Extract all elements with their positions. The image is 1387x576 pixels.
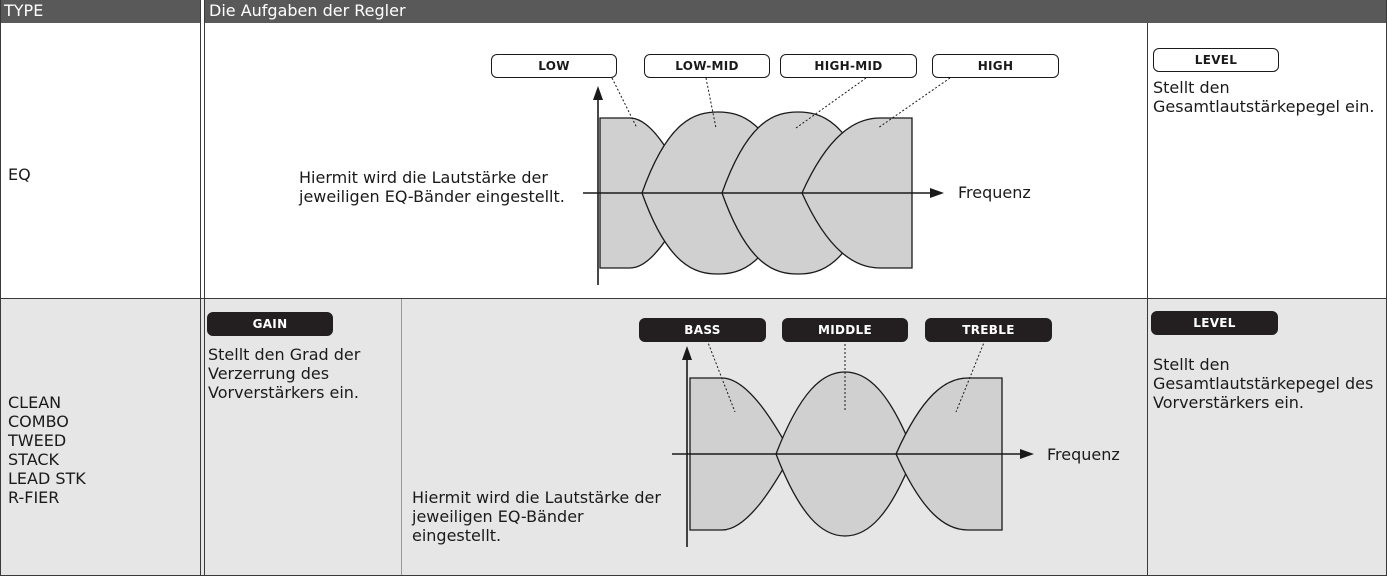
border-left [0,0,1,576]
amp-type-combo: COMBO [8,412,69,431]
amp-x-axis-arrow-icon [1020,449,1034,459]
eq-description: Hiermit wird die Lautstärke der jeweilig… [299,168,565,206]
divider-level-column [1147,23,1148,576]
eq-axis-label: Frequenz [958,183,1031,202]
amp-band-label-treble: TREBLE [925,318,1052,342]
eq-leader-high [877,77,951,129]
eq-y-axis-arrow-icon [593,86,603,100]
row-divider [0,298,1387,299]
gain-label: GAIN [207,312,333,336]
amp-leader-treble [955,339,986,413]
amp-type-list: CLEAN COMBO TWEED STACK LEAD STK R-FIER [8,393,158,507]
amp-type-lead-stk: LEAD STK [8,469,86,488]
eq-band-label-high: HIGH [932,54,1059,78]
divider-double-right [204,0,205,576]
amp-leader-bass [706,339,736,413]
amp-type-tweed: TWEED [8,431,67,450]
header-type: TYPE [0,0,200,23]
eq-x-axis-arrow-icon [930,188,944,198]
amp-level-label: LEVEL [1151,311,1278,335]
header-functions: Die Aufgaben der Regler [205,0,1387,23]
eq-band-label-highmid: HIGH-MID [780,54,917,78]
eq-band-label-lowmid: LOW-MID [644,54,770,78]
eq-level-label: LEVEL [1153,48,1279,72]
amp-level-text: Stellt den Gesamtlautstärkepegel des Vor… [1153,355,1374,412]
amp-y-axis-arrow-icon [682,346,692,360]
header-type-label: TYPE [4,1,44,20]
amp-description: Hiermit wird die Lautstärke der jeweilig… [412,488,661,545]
amp-axis-label: Frequenz [1047,445,1120,464]
gain-text: Stellt den Grad der Verzerrung des Vorve… [208,345,361,402]
header-functions-label: Die Aufgaben der Regler [209,1,406,20]
amp-band-label-bass: BASS [639,318,766,342]
eq-type-name: EQ [8,165,31,184]
amp-type-stack: STACK [8,450,60,469]
divider-gain-column [401,299,402,576]
amp-type-r-fier: R-FIER [8,488,60,507]
eq-band-diagram [583,77,951,285]
eq-leader-lowmid [705,77,717,129]
eq-level-text: Stellt den Gesamtlautstärkepegel ein. [1153,78,1375,116]
amp-type-clean: CLEAN [8,393,62,412]
divider-double-left [200,0,201,576]
eq-band-label-low: LOW [491,54,617,78]
amp-band-label-middle: MIDDLE [782,318,908,342]
eq-leader-low [611,77,638,129]
